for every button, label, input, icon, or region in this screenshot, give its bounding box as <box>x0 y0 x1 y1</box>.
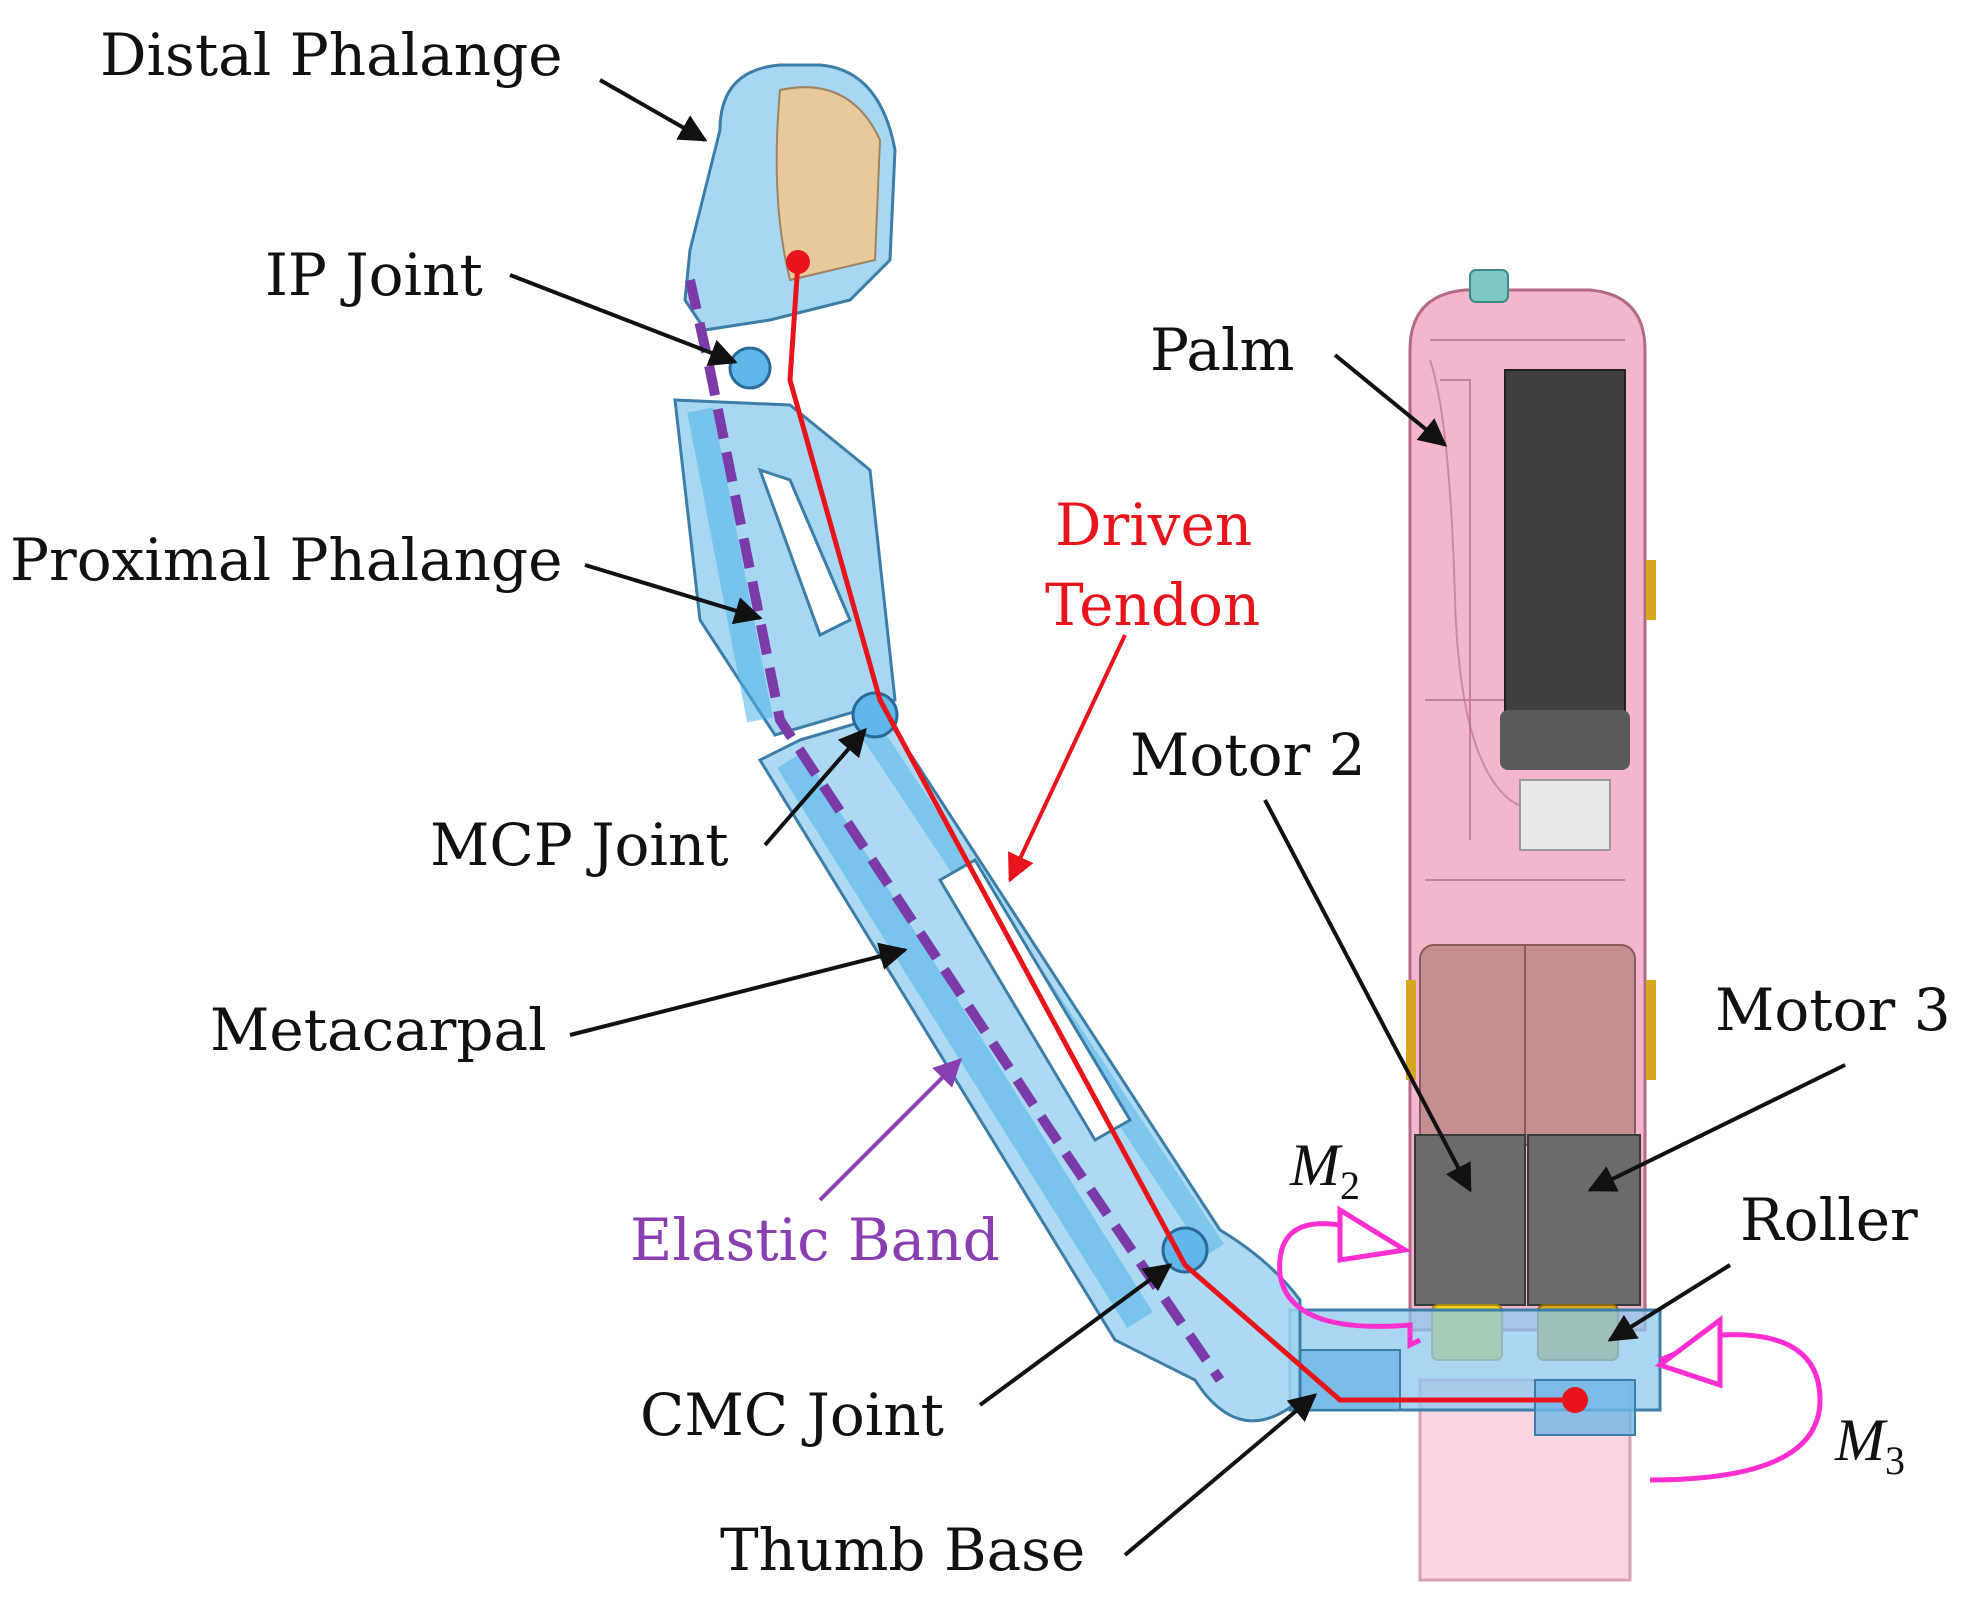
proximal-phalange-label: Proximal Phalange <box>10 526 562 594</box>
roller-label: Roller <box>1740 1186 1918 1254</box>
m3-label: M3 <box>1834 1407 1905 1483</box>
elastic-band-line <box>685 278 1225 1383</box>
gearbox-block <box>1419 944 1636 1146</box>
m3-moment-arrow <box>1649 1315 1823 1483</box>
driven-tendon-label-line2: Tendon <box>1045 571 1260 639</box>
thumb-base-arrow <box>1123 1393 1318 1557</box>
palm-arrow <box>1333 353 1448 447</box>
motor-3-block <box>1527 1134 1641 1306</box>
thumb-base-label: Thumb Base <box>720 1516 1085 1584</box>
distal-phalange-arrow <box>599 78 708 142</box>
m2-label: M2 <box>1289 1132 1360 1208</box>
mcp-joint-arrow <box>763 727 867 847</box>
motor-2-label: Motor 2 <box>1130 721 1366 789</box>
ip-joint-arrow <box>509 273 738 366</box>
mcp-joint-circle <box>851 691 899 739</box>
driven-tendon-path <box>786 250 1588 1413</box>
leader-arrows <box>509 78 1846 1557</box>
cmc-joint-arrow <box>978 1263 1173 1407</box>
mcp-joint-label: MCP Joint <box>430 811 729 879</box>
m2-moment-arrow <box>1277 1205 1422 1350</box>
palm-label: Palm <box>1150 316 1295 384</box>
motor-3-arrow <box>1587 1063 1846 1192</box>
elastic-band-label: Elastic Band <box>630 1206 1000 1274</box>
metacarpal-arrow <box>569 942 908 1037</box>
roller-arrow <box>1607 1263 1732 1342</box>
driven-tendon-arrow <box>1008 634 1127 883</box>
fingertip-pad <box>775 86 882 282</box>
proximal-phalange-segment <box>673 398 897 737</box>
palm-top-knob <box>1469 269 1509 303</box>
elastic-band-arrow <box>818 1058 962 1202</box>
cmc-joint-circle <box>1161 1226 1209 1274</box>
distal-phalange-label: Distal Phalange <box>100 21 563 89</box>
proximal-phalange-arrow <box>584 563 763 625</box>
cmc-joint-label: CMC Joint <box>640 1381 944 1449</box>
upper-motor <box>1504 369 1626 721</box>
driven-tendon-label-line1: Driven <box>1055 491 1252 559</box>
motor-2-arrow <box>1263 799 1472 1193</box>
ip-joint-circle <box>728 346 772 390</box>
metacarpal-label: Metacarpal <box>210 996 547 1064</box>
motor-3-label: Motor 3 <box>1715 976 1951 1044</box>
motor-2-block <box>1414 1134 1526 1306</box>
ip-joint-label: IP Joint <box>265 241 483 309</box>
